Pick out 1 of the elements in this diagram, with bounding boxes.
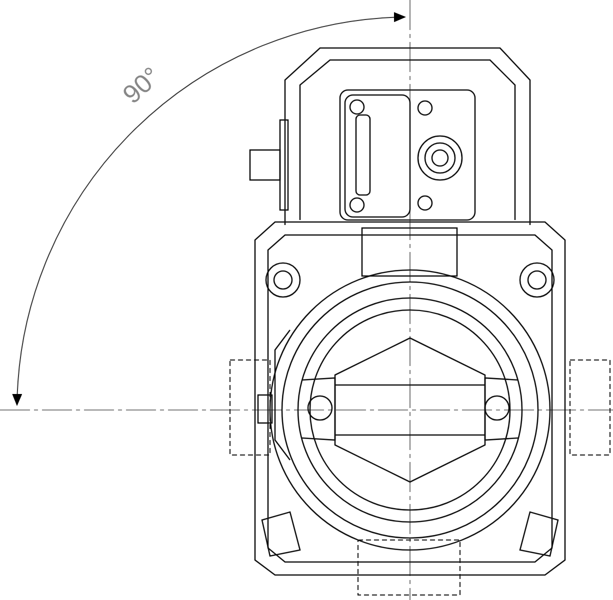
angle-label: 90° <box>116 60 167 110</box>
